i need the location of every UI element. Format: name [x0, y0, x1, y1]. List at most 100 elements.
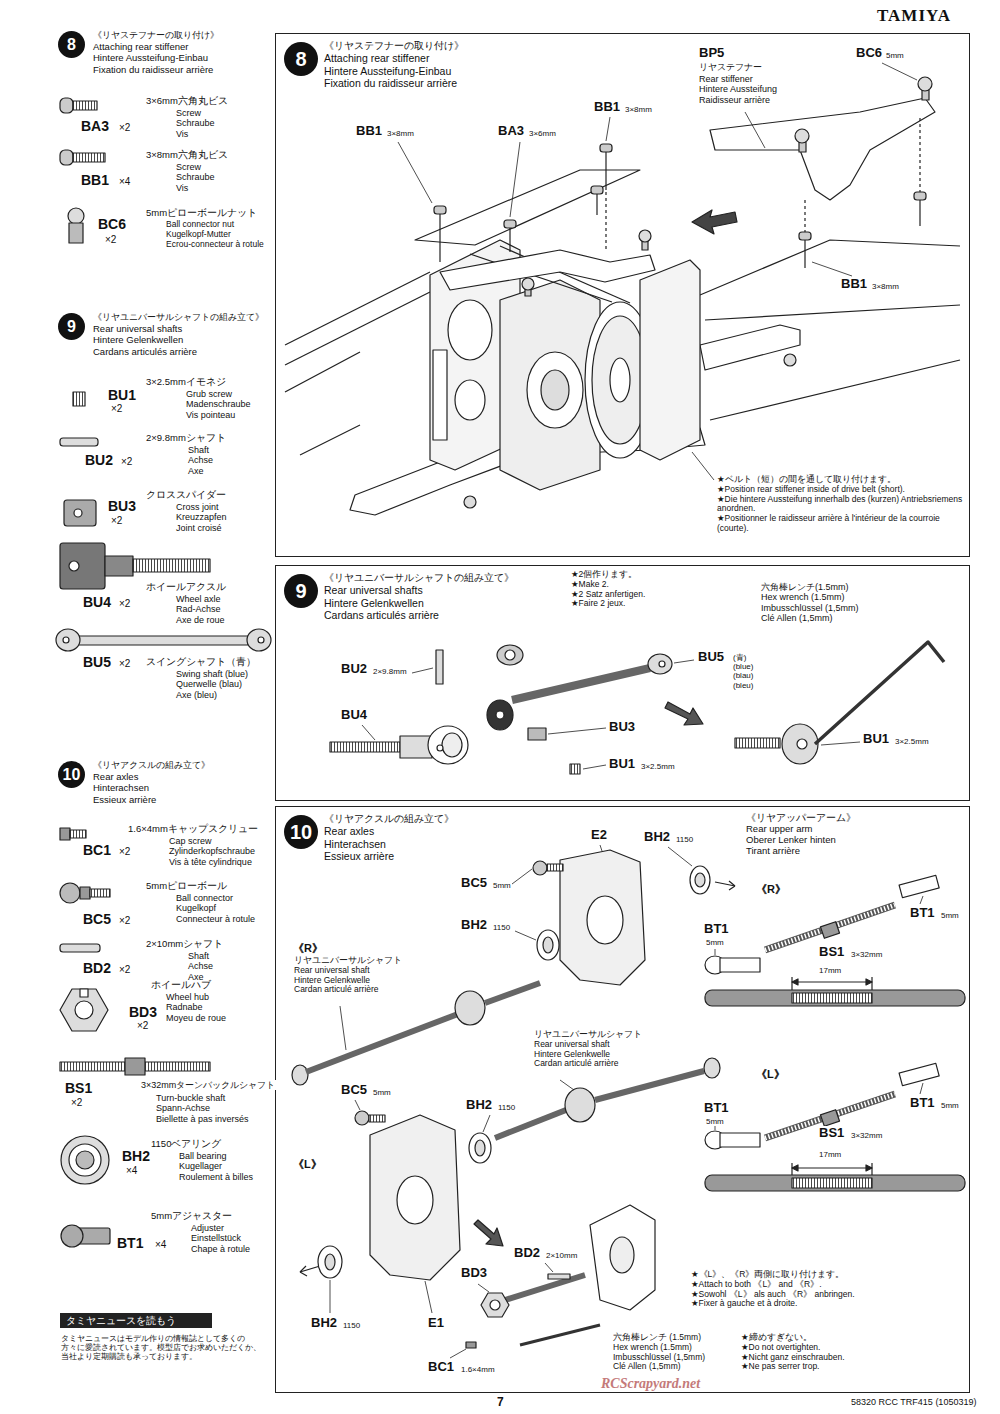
- label-group: 六角棒レンチ (1.5mm)Hex wrench (1.5mm)Imbussch…: [612, 1333, 706, 1372]
- chassis-plate: [700, 240, 960, 295]
- label-group: 5mm: [492, 881, 512, 890]
- universal-shaft: [437, 745, 443, 751]
- part-code: BH2: [121, 1148, 151, 1164]
- label-text: Kugelkopf: [175, 903, 217, 913]
- universal-shaft: [570, 764, 580, 774]
- label-text: Grub screw: [185, 389, 233, 399]
- turnbuckle: [792, 981, 872, 982]
- part-code: BU1: [608, 757, 636, 772]
- screw-icon: [70, 830, 86, 838]
- label-text: ★Position rear stiffener inside of drive…: [716, 485, 906, 495]
- label-text: ★《L》、《R》両側に取り付けます。: [690, 1270, 846, 1280]
- rear-stiffener: [522, 278, 534, 290]
- leader-line: [715, 949, 716, 955]
- label-text: Madenschraube: [185, 399, 252, 409]
- suspension-arm: [784, 354, 796, 366]
- label-group: BU3: [107, 498, 137, 514]
- turnbuckle: [792, 979, 872, 985]
- label-text: Vis pointeau: [185, 410, 236, 420]
- step-number: 10: [58, 761, 85, 788]
- universal-shaft: [428, 726, 468, 764]
- wheel-axle-icon: [69, 561, 79, 571]
- step-circle: 10: [58, 761, 85, 788]
- label-text: (blau): [732, 671, 754, 680]
- label-text: Biellette à pas inversés: [155, 1114, 250, 1124]
- part-code: BT1: [703, 1101, 730, 1116]
- label-group: 3×32mm: [850, 950, 883, 959]
- label-text: 六角棒レンチ(1.5mm): [760, 582, 850, 592]
- label-text: ★Positionner le raidisseur arrière à l'i…: [716, 514, 964, 534]
- label-group: 2×10mm: [545, 1251, 578, 1260]
- step-heading-text: Rear universal shafts: [324, 584, 514, 597]
- label-group: ×2: [118, 658, 131, 670]
- universal-shaft: [595, 1071, 704, 1100]
- adjuster-icon: [61, 1225, 83, 1247]
- label-group: ×2: [104, 234, 117, 246]
- universal-shaft: [292, 983, 720, 1348]
- label-group: BP5: [698, 46, 725, 61]
- part-code: 《L》: [292, 1158, 323, 1171]
- label-text: Rear stiffener: [698, 74, 754, 84]
- bearing-icon: [61, 1136, 109, 1184]
- upright: [590, 1205, 655, 1310]
- label-group: BT1: [703, 922, 730, 937]
- label-group: ×2: [136, 1020, 149, 1032]
- label-group: 1150: [342, 1321, 361, 1330]
- label-group: BD3: [460, 1266, 488, 1281]
- universal-shaft: [400, 736, 432, 758]
- label-text: 5mmピローボール: [145, 881, 228, 892]
- label-text: (青): [732, 653, 747, 662]
- screw-icon: [60, 150, 73, 165]
- label-text: ×2: [120, 456, 133, 468]
- label-text: 58320 RCC TRF415 (1050319): [850, 1397, 977, 1407]
- bulkhead: [527, 352, 583, 428]
- label-text: Vis à tête cylindrique: [168, 857, 253, 867]
- screw-icon: [60, 98, 73, 113]
- label-group: 3×8mm: [386, 129, 415, 138]
- step-heading-text: 《リヤステフナーの取り付け》: [324, 40, 464, 52]
- label-group: BS1: [64, 1080, 93, 1096]
- part-code: 《L》: [755, 1068, 786, 1081]
- part-code: BU4: [340, 708, 368, 723]
- label-text: Screw: [175, 108, 202, 118]
- label-group: ホイールアクスル: [145, 582, 227, 593]
- label-text: 2×10mm: [545, 1251, 578, 1260]
- leader-line: [355, 1100, 360, 1110]
- label-text: 2×9.8mmシャフト: [145, 433, 227, 444]
- label-group: ★2個作ります。★Make 2.★2 Satz anfertigen.★Fair…: [570, 570, 646, 609]
- label-group: ×2: [118, 846, 131, 858]
- leader-line: [583, 765, 606, 769]
- step-heading: 8《リヤステフナーの取り付け》Attaching rear stiffenerH…: [58, 31, 219, 75]
- label-text: Roulement à billes: [178, 1172, 254, 1182]
- label-text: 1150: [342, 1321, 361, 1330]
- label-text: Cap screw: [168, 836, 213, 846]
- ball-bearing: [318, 1246, 342, 1278]
- universal-shaft: [442, 733, 462, 757]
- part-code: BB1: [80, 172, 110, 188]
- label-group: ★締めすぎない。★Do not overtighten.★Nicht ganz …: [740, 1333, 846, 1372]
- universal-shaft: [497, 645, 523, 665]
- leader-line: [362, 725, 375, 740]
- swing-shaft-icon: [56, 629, 271, 651]
- label-text: Rad-Achse: [175, 604, 222, 614]
- label-text: ×2: [118, 964, 131, 976]
- label-group: E1: [427, 1316, 445, 1331]
- label-group: ×4: [154, 1239, 167, 1251]
- universal-shaft: [505, 650, 515, 660]
- label-group: 1150: [497, 1103, 516, 1112]
- part-code: BD3: [460, 1266, 488, 1281]
- screw-icon: [60, 828, 70, 840]
- leader-line: [412, 668, 433, 673]
- label-group: BA3: [497, 124, 525, 139]
- label-group: 7: [496, 1396, 505, 1410]
- universal-shaft: [496, 711, 504, 719]
- turnbuckle: [792, 1167, 872, 1168]
- label-group: クロススパイダー: [145, 490, 227, 501]
- screw-icon: [73, 153, 105, 162]
- part-code: BA3: [80, 118, 110, 134]
- label-text: Screw: [175, 162, 202, 172]
- label-group: 《L》: [755, 1068, 786, 1081]
- ball-bearing: [537, 930, 559, 960]
- turnbuckle: [705, 990, 965, 1006]
- label-text: 3×8mm六角丸ビス: [145, 150, 229, 161]
